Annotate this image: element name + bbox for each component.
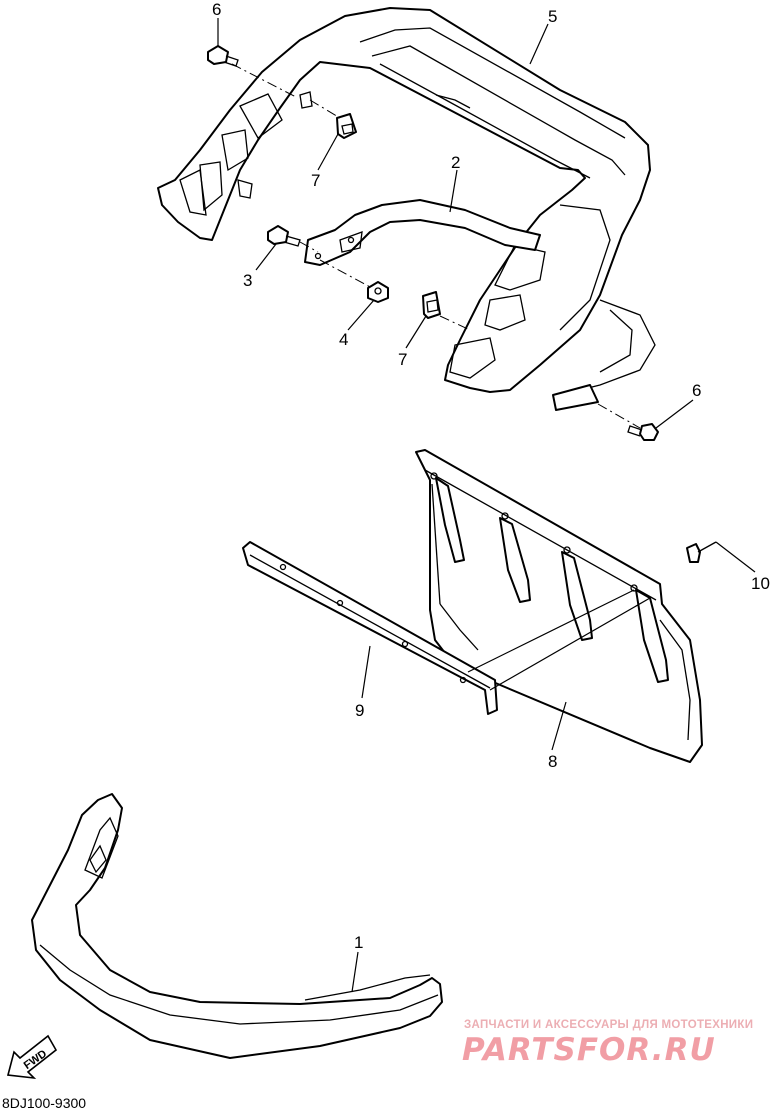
part-1-bumper — [31, 793, 443, 1059]
callout-7-lower: 7 — [398, 350, 407, 369]
callout-1: 1 — [354, 933, 363, 952]
callout-3: 3 — [243, 271, 252, 290]
part-4-nut — [367, 281, 389, 303]
callout-4: 4 — [339, 330, 348, 349]
part-8-flap — [415, 449, 703, 763]
callout-6-top: 6 — [212, 0, 221, 19]
part-2-bracket — [304, 199, 541, 266]
callout-leaders — [217, 18, 756, 993]
callout-2: 2 — [451, 153, 460, 172]
diagram-code: 8DJ100-9300 — [2, 1095, 86, 1110]
part-10-rivet — [686, 541, 717, 563]
part-7-clip-lower — [422, 291, 441, 319]
part-3-bolt — [267, 225, 301, 247]
part-6-bolt-top — [207, 45, 239, 67]
callout-5: 5 — [548, 7, 557, 26]
watermark: ЗАПЧАСТИ И АКСЕССУАРЫ ДЛЯ МОТОТЕХНИКИ PA… — [462, 1019, 753, 1068]
part-5-rear-rack — [157, 7, 656, 411]
part-7-clip-upper — [336, 113, 357, 139]
assembly-lines — [231, 63, 651, 691]
callout-8: 8 — [548, 752, 557, 771]
part-6-bolt-right — [627, 423, 659, 441]
watermark-site: PARTSFOR.RU — [462, 1032, 716, 1068]
callout-9: 9 — [355, 701, 364, 720]
callout-10: 10 — [751, 574, 770, 593]
callout-6-right: 6 — [692, 381, 701, 400]
callout-7-upper: 7 — [311, 171, 320, 190]
part-9-strip — [242, 541, 498, 715]
watermark-tagline: ЗАПЧАСТИ И АКСЕССУАРЫ ДЛЯ МОТОТЕХНИКИ — [464, 1019, 753, 1031]
callout-labels: 6 5 2 7 3 4 7 6 10 9 8 1 — [212, 0, 770, 952]
fwd-arrow-icon: FWD — [6, 1034, 58, 1080]
